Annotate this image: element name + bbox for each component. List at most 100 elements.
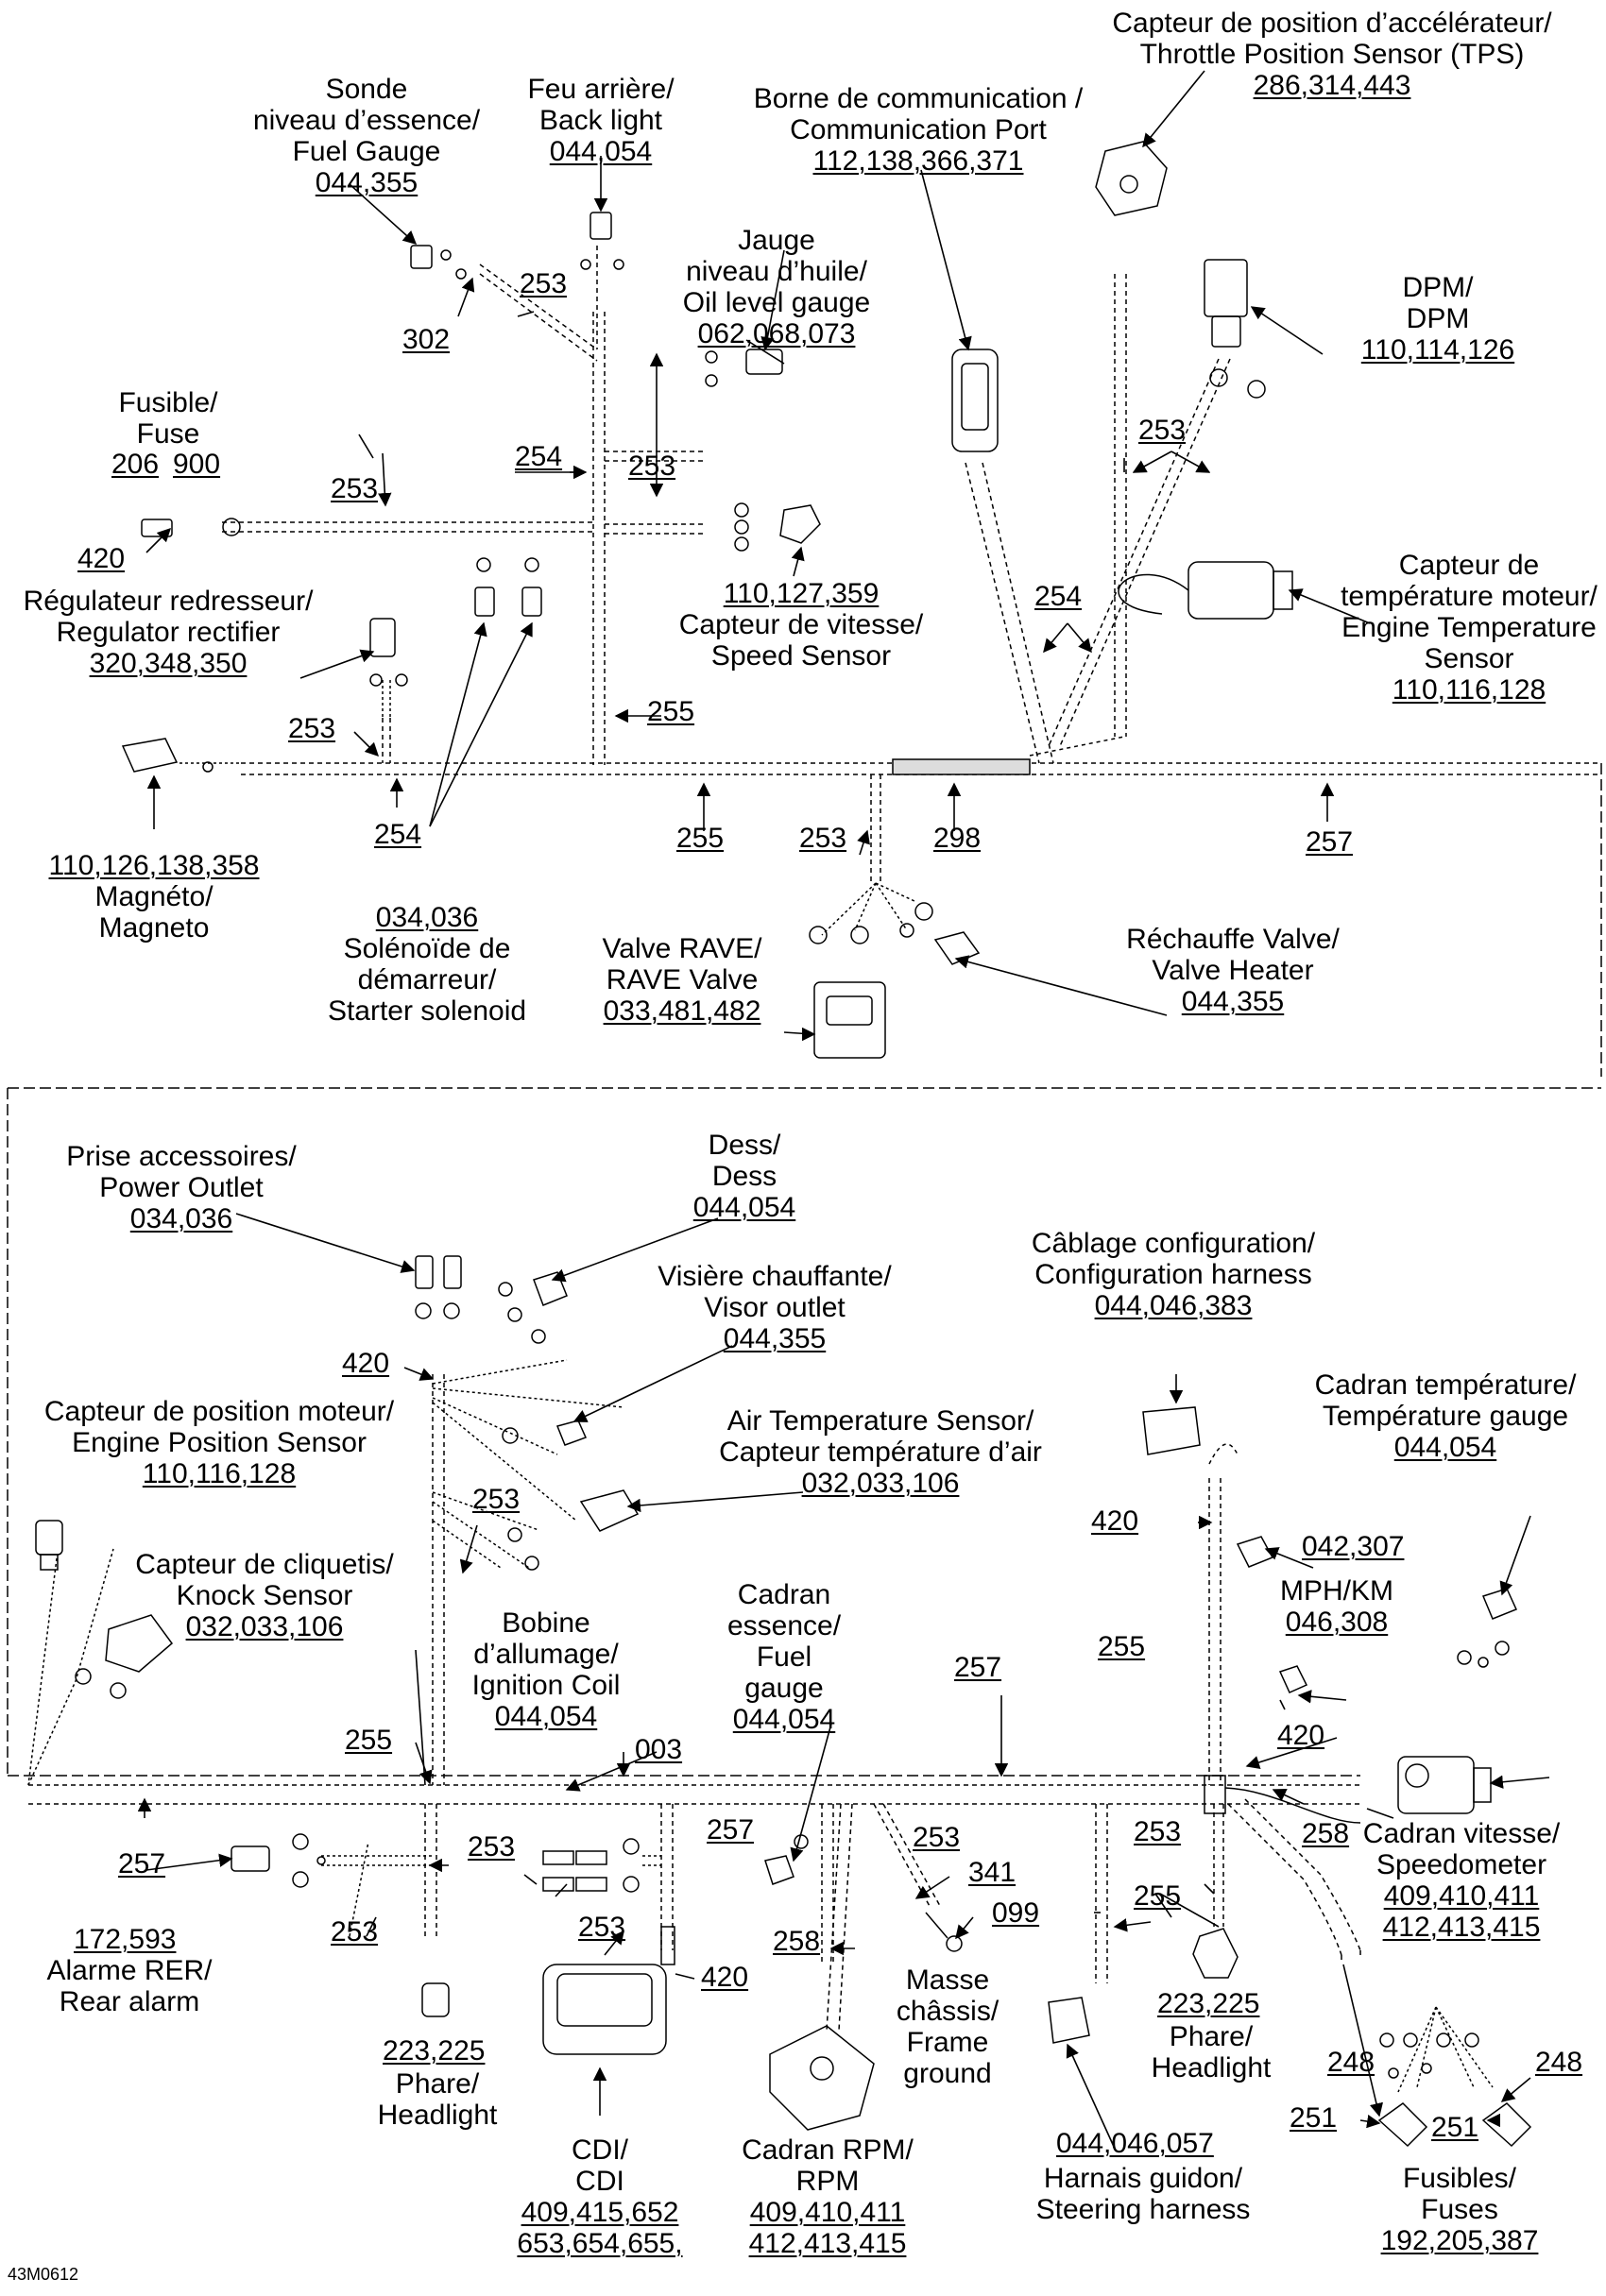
callout-line: Câblage configuration/ [1031, 1228, 1316, 1259]
part-257: 257 [707, 1814, 755, 1845]
callout-line: Régulateur redresseur/ [23, 586, 314, 617]
callout-line: température moteur/ [1341, 581, 1597, 612]
callout-line: Sensor [1424, 643, 1514, 674]
part-099: 099 [992, 1897, 1040, 1929]
callout-line: RPM [795, 2166, 860, 2197]
connector-dpm [1204, 259, 1266, 399]
part-420: 420 [1091, 1505, 1139, 1537]
callout-fuses: Fusibles/ Fuses 192,205,387 [1381, 2163, 1539, 2256]
callout-line: Jauge [738, 225, 815, 256]
connector-rear-alarm [231, 1833, 433, 1888]
callout-frame-ground: Masse châssis/ Frame ground [897, 1964, 999, 2089]
part-numbers: 044,054 [1393, 1432, 1497, 1463]
callout-back-light: Feu arrière/ Back light 044,054 [527, 74, 674, 167]
callout-line: Speedometer [1375, 1849, 1547, 1880]
callout-dess: Dess/ Dess 044,054 [693, 1130, 795, 1223]
main-harness-bottom [7, 1088, 1361, 1960]
callout-line: Dess/ [708, 1130, 781, 1161]
connector-back-light [580, 212, 624, 270]
part-numbers: 192,205,387 [1380, 2225, 1539, 2256]
part-003: 003 [635, 1734, 683, 1765]
connector-speedometer [1397, 1756, 1492, 1814]
connector-frame-ground [925, 1912, 963, 1952]
part-257: 257 [1306, 826, 1354, 858]
callout-line: Feu arrière/ [527, 74, 675, 105]
connector-config-harness [1142, 1406, 1201, 1455]
callout-line: Back light [538, 105, 663, 136]
callout-line: Fuel Gauge [292, 136, 441, 167]
callout-line: CDI [575, 2166, 624, 2197]
callout-line: Regulator rectifier [56, 617, 281, 648]
part-numbers-line: 409,410,411 [749, 2197, 906, 2228]
connector-mph-km [1278, 1665, 1308, 1693]
callout-line: Magnéto/ [94, 881, 214, 912]
callout-line: Capteur de position moteur/ [43, 1396, 395, 1427]
part-numbers: 034,036 [375, 902, 479, 933]
part-254: 254 [374, 819, 422, 850]
connector-cdi [542, 1926, 675, 2055]
part-numbers: 034,036 [129, 1203, 233, 1234]
callout-line: Fusible/ [118, 387, 218, 418]
callout-visor: Visière chauffante/ Visor outlet 044,355 [658, 1261, 891, 1354]
callout-tps: Capteur de position d’accélérateur/ Thro… [1112, 8, 1551, 101]
part-172593: 172,593 [74, 1924, 177, 1955]
callout-line: Cadran température/ [1314, 1369, 1577, 1401]
part-numbers: 110,116,128 [1392, 674, 1546, 706]
part-223225: 223,225 [383, 2035, 486, 2066]
callout-line: Ignition Coil [471, 1670, 621, 1701]
callout-line: Starter solenoid [327, 995, 527, 1027]
rear-alarm-lines [349, 1841, 369, 1937]
callout-headlight-right: Phare/ Headlight [1152, 2021, 1272, 2083]
callout-line: Masse [905, 1964, 990, 1996]
harness-branch-rave [821, 774, 917, 936]
connector-comm-port [951, 349, 999, 452]
callout-line: Valve RAVE/ [602, 933, 762, 964]
part-258: 258 [1302, 1818, 1350, 1849]
callout-starter: 034,036 Solénoïde de démarreur/ Starter … [328, 902, 526, 1027]
callout-line: Capteur de position d’accélérateur/ [1112, 8, 1552, 39]
part-numbers: 110,114,126 [1360, 334, 1515, 366]
connector-power-outlet [415, 1255, 462, 1319]
connector-knock [75, 1614, 174, 1699]
callout-fuel-gauge-dial: Cadran essence/ Fuel gauge 044,054 [727, 1579, 841, 1735]
callout-magneto: 110,126,138,358 Magnéto/ Magneto [49, 850, 260, 944]
connector-engine-position [35, 1520, 63, 1571]
connector-temp-gauge [1457, 1588, 1518, 1668]
part-numbers: 320,348,350 [89, 648, 248, 679]
callout-line: Headlight [377, 2100, 498, 2131]
callout-ignition-coil: Bobine d’allumage/ Ignition Coil 044,054 [472, 1607, 621, 1732]
connector-fuses [1377, 2006, 1532, 2148]
figure-id: 43M0612 [8, 2265, 79, 2284]
callout-line: Sonde [325, 74, 408, 105]
callout-air-temp: Air Temperature Sensor/ Capteur températ… [719, 1405, 1042, 1499]
callout-mph-km: MPH/KM 046,308 [1280, 1575, 1393, 1638]
part-253: 253 [331, 1916, 379, 1947]
part-255: 255 [676, 823, 725, 854]
part-numbers: 110,126,138,358 [48, 850, 260, 881]
part-900: 900 [173, 449, 221, 480]
callout-line: Dess [711, 1161, 777, 1192]
part-numbers: 044,046,383 [1094, 1290, 1253, 1321]
connector-visor [502, 1420, 588, 1446]
part-251: 251 [1290, 2102, 1338, 2134]
part-numbers: 110,127,359 [723, 578, 880, 609]
part-253: 253 [520, 268, 568, 299]
callout-line: Air Temperature Sensor/ [726, 1405, 1034, 1437]
part-numbers-line: 409,415,652 [521, 2197, 679, 2228]
part-420: 420 [1277, 1720, 1325, 1751]
part-257: 257 [118, 1848, 166, 1879]
callout-line: Communication Port [790, 114, 1047, 145]
part-258: 258 [773, 1926, 821, 1957]
connector-steering [1048, 1997, 1090, 2044]
part-numbers: 286,314,443 [1253, 70, 1411, 101]
connector-regulator [369, 618, 408, 687]
main-harness-top [241, 758, 1602, 1077]
callout-dpm: DPM/ DPM 110,114,126 [1361, 272, 1514, 366]
connector-valve-heater [899, 902, 981, 965]
callout-line: Capteur de [1398, 550, 1540, 581]
